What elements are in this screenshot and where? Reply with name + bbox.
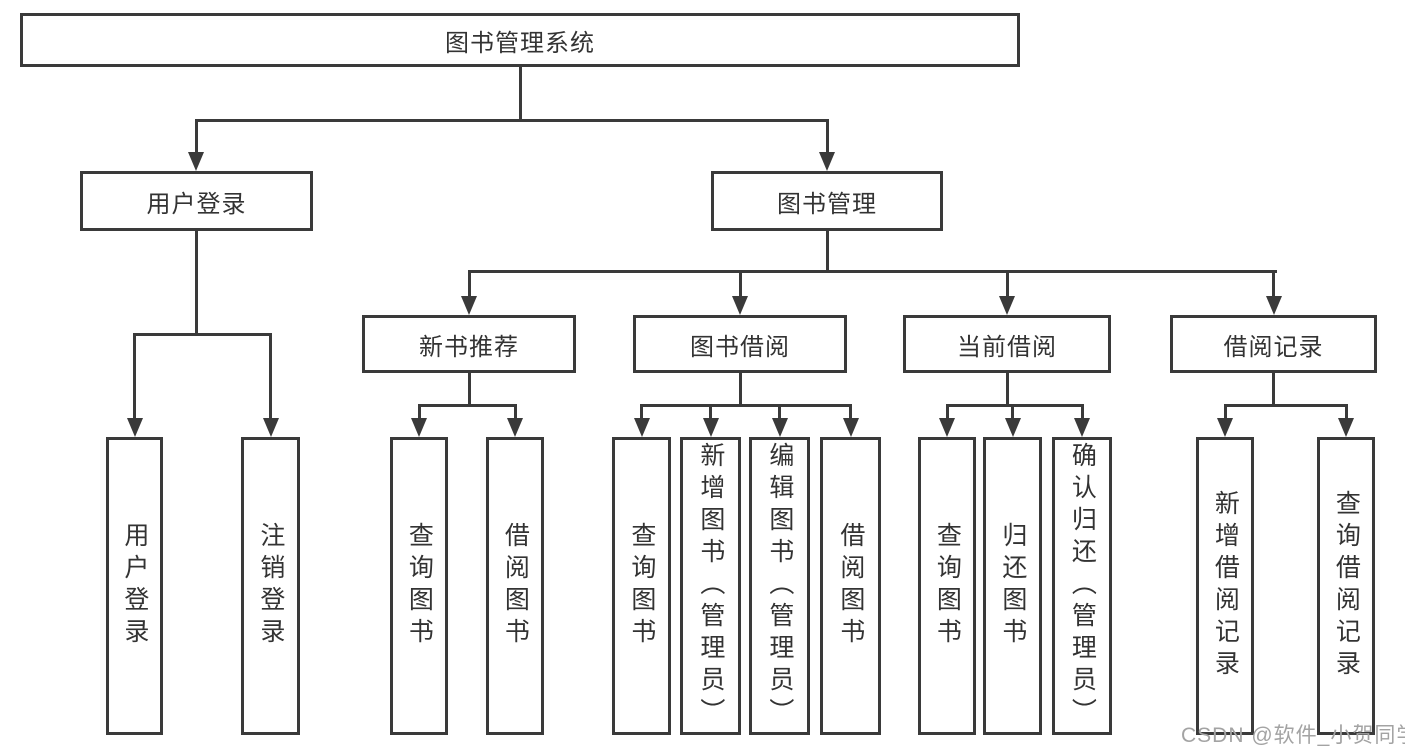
- connector-line: [1345, 404, 1348, 420]
- leaf-user-login: 用户登录: [106, 437, 163, 735]
- connector-line: [1272, 373, 1275, 406]
- connector-line: [468, 270, 471, 298]
- leaf-recommend-borrow-books-label: 借阅图书: [501, 522, 530, 650]
- connector-line: [195, 231, 198, 336]
- connector-line: [514, 404, 517, 420]
- connector-line: [709, 404, 712, 420]
- connector-line: [1224, 404, 1348, 407]
- connector-line: [849, 404, 852, 420]
- arrow-down-icon: [188, 152, 204, 171]
- leaf-add-borrow-record: 新增借阅记录: [1196, 437, 1254, 735]
- node-new-book-recommend: 新书推荐: [362, 315, 576, 373]
- node-borrow-records-label: 借阅记录: [1223, 333, 1324, 361]
- arrow-down-icon: [1266, 296, 1282, 315]
- arrow-down-icon: [263, 418, 279, 437]
- arrow-down-icon: [1338, 418, 1354, 437]
- arrow-down-icon: [999, 296, 1015, 315]
- connector-line: [640, 404, 643, 420]
- leaf-borrow-books-label: 借阅图书: [836, 522, 865, 650]
- leaf-current-query-books: 查询图书: [918, 437, 976, 735]
- connector-line: [1006, 270, 1009, 298]
- node-user-login: 用户登录: [80, 171, 313, 231]
- connector-line: [1081, 404, 1084, 420]
- arrow-down-icon: [843, 418, 859, 437]
- leaf-borrow-query-books-label: 查询图书: [627, 522, 656, 650]
- node-book-borrow: 图书借阅: [633, 315, 847, 373]
- leaf-recommend-query-books: 查询图书: [390, 437, 448, 735]
- arrow-down-icon: [732, 296, 748, 315]
- arrow-down-icon: [634, 418, 650, 437]
- leaf-logout-label: 注销登录: [256, 522, 285, 650]
- leaf-query-borrow-record-label: 查询借阅记录: [1332, 490, 1361, 682]
- leaf-confirm-return-admin: 确认归还（管理员）: [1052, 437, 1112, 735]
- leaf-borrow-query-books: 查询图书: [612, 437, 671, 735]
- node-root: 图书管理系统: [20, 13, 1020, 67]
- connector-line: [1011, 404, 1014, 420]
- node-book-borrow-label: 图书借阅: [690, 333, 790, 361]
- connector-line: [269, 333, 272, 420]
- node-borrow-records: 借阅记录: [1170, 315, 1377, 373]
- leaf-query-borrow-record: 查询借阅记录: [1317, 437, 1375, 735]
- leaf-return-books: 归还图书: [983, 437, 1042, 735]
- connector-line: [826, 119, 829, 154]
- connector-line: [468, 270, 1277, 273]
- connector-line: [946, 404, 949, 420]
- leaf-logout: 注销登录: [241, 437, 300, 735]
- leaf-borrow-books: 借阅图书: [820, 437, 881, 735]
- connector-line: [1224, 404, 1227, 420]
- arrow-down-icon: [703, 418, 719, 437]
- connector-line: [1272, 270, 1275, 298]
- leaf-recommend-borrow-books: 借阅图书: [486, 437, 544, 735]
- arrow-down-icon: [939, 418, 955, 437]
- connector-line: [640, 404, 852, 407]
- connector-line: [826, 231, 829, 272]
- arrow-down-icon: [819, 152, 835, 171]
- connector-line: [133, 333, 136, 420]
- leaf-add-borrow-record-label: 新增借阅记录: [1211, 490, 1240, 682]
- arrow-down-icon: [411, 418, 427, 437]
- arrow-down-icon: [1074, 418, 1090, 437]
- connector-line: [946, 404, 1084, 407]
- leaf-edit-book-admin: 编辑图书（管理员）: [749, 437, 810, 735]
- node-book-mgmt: 图书管理: [711, 171, 943, 231]
- leaf-confirm-return-admin-label: 确认归还（管理员）: [1068, 442, 1097, 730]
- arrow-down-icon: [1217, 418, 1233, 437]
- connector-line: [1006, 373, 1009, 406]
- arrow-down-icon: [461, 296, 477, 315]
- connector-line: [778, 404, 781, 420]
- leaf-user-login-label: 用户登录: [120, 522, 149, 650]
- arrow-down-icon: [1005, 418, 1021, 437]
- leaf-edit-book-admin-label: 编辑图书（管理员）: [765, 442, 794, 730]
- connector-line: [519, 67, 522, 120]
- connector-line: [739, 373, 742, 406]
- connector-line: [195, 119, 198, 154]
- connector-line: [418, 404, 421, 420]
- leaf-current-query-books-label: 查询图书: [933, 522, 962, 650]
- connector-line: [195, 119, 828, 122]
- connector-line: [133, 333, 272, 336]
- node-root-label: 图书管理系统: [445, 29, 595, 57]
- leaf-recommend-query-books-label: 查询图书: [405, 522, 434, 650]
- connector-line: [418, 404, 517, 407]
- node-new-book-recommend-label: 新书推荐: [419, 333, 519, 361]
- arrow-down-icon: [772, 418, 788, 437]
- leaf-add-book-admin-label: 新增图书（管理员）: [696, 442, 725, 730]
- leaf-add-book-admin: 新增图书（管理员）: [680, 437, 741, 735]
- leaf-return-books-label: 归还图书: [998, 522, 1027, 650]
- node-current-borrow-label: 当前借阅: [957, 333, 1057, 361]
- connector-line: [739, 270, 742, 298]
- node-current-borrow: 当前借阅: [903, 315, 1111, 373]
- node-user-login-label: 用户登录: [146, 190, 247, 218]
- csdn-watermark: CSDN @软件_小贺同学: [1181, 724, 1405, 747]
- node-book-mgmt-label: 图书管理: [777, 190, 877, 218]
- arrow-down-icon: [127, 418, 143, 437]
- arrow-down-icon: [507, 418, 523, 437]
- connector-line: [468, 373, 471, 406]
